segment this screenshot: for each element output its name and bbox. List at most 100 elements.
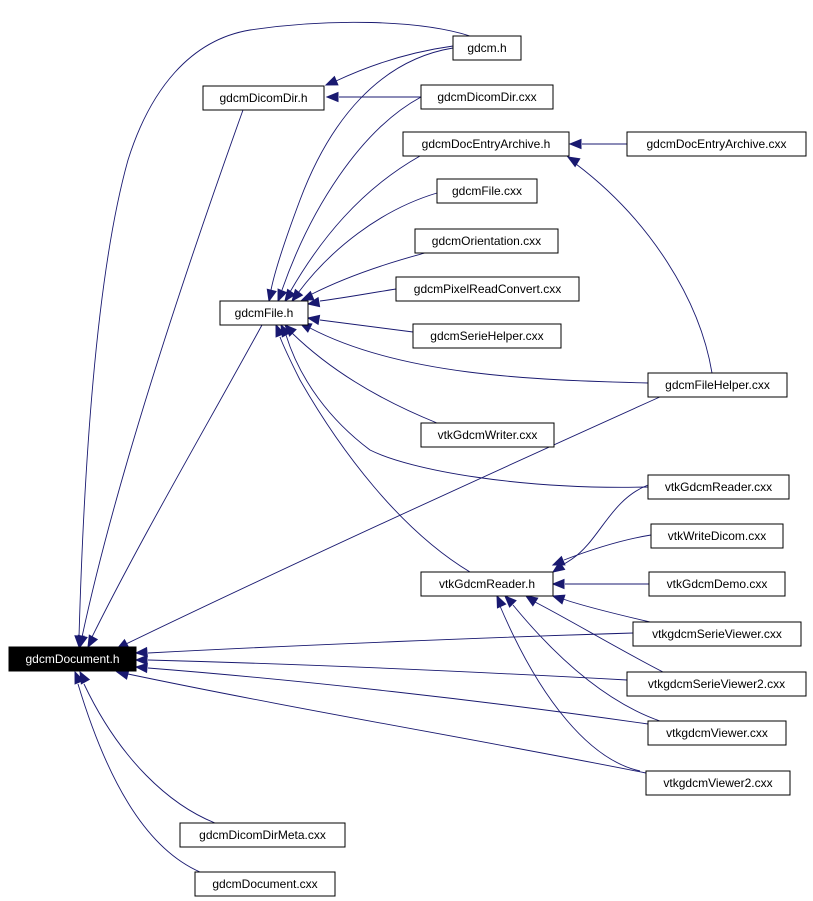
- node-vtkgdcmviewer-cxx[interactable]: vtkgdcmViewer.cxx: [647, 720, 787, 746]
- edge-vtkGdcmReader_cxx-to-gdcmFile_h: [280, 323, 649, 488]
- node-box: [650, 523, 784, 549]
- edge-line: [77, 683, 201, 873]
- node-label: gdcmDocEntryArchive.h: [422, 137, 551, 151]
- arrow-head-icon: [524, 595, 539, 607]
- arrow-head-icon: [324, 75, 339, 86]
- node-gdcm-h[interactable]: gdcm.h: [452, 35, 522, 61]
- edge-vtkgdcmSerieViewer2_cxx-to-vtkGdcmReader_h: [524, 595, 664, 673]
- node-label: gdcmDocument.h: [25, 652, 119, 666]
- node-label: gdcmFile.h: [235, 306, 294, 320]
- edge-line: [270, 47, 454, 291]
- node-box: [436, 178, 538, 204]
- edge-line: [127, 673, 647, 774]
- node-box: [452, 35, 522, 61]
- edge-gdcmDicomDir_h-to-gdcmDocument_h: [77, 109, 244, 649]
- edge-gdcmDocument_cxx-to-gdcmDocument_h: [74, 670, 201, 873]
- node-label: gdcmPixelReadConvert.cxx: [414, 282, 561, 296]
- edge-gdcm_h-to-gdcmDocument_h: [74, 21, 471, 649]
- node-vtkgdcmserieviewer2-cxx[interactable]: vtkgdcmSerieViewer2.cxx: [626, 671, 807, 697]
- node-gdcmdicomdir-h[interactable]: gdcmDicomDir.h: [202, 85, 325, 111]
- edge-line: [81, 109, 244, 638]
- node-label: vtkgdcmSerieViewer.cxx: [652, 627, 782, 641]
- edge-gdcmSerieHelper_cxx-to-gdcmFile_h: [306, 314, 414, 333]
- edge-vtkgdcmViewer_cxx-to-vtkGdcmReader_h: [504, 595, 661, 722]
- edge-line: [289, 155, 421, 293]
- node-gdcmdocentryarchive-h[interactable]: gdcmDocEntryArchive.h: [402, 131, 570, 157]
- node-gdcmdocentryarchive-cxx[interactable]: gdcmDocEntryArchive.cxx: [626, 131, 807, 157]
- edge-line: [319, 319, 414, 333]
- node-label: gdcmSerieHelper.cxx: [430, 329, 543, 343]
- nodes-layer: gdcmDocument.h gdcm.h gdcmDicomDir.h gdcmDi…: [8, 35, 807, 897]
- node-label: vtkGdcmDemo.cxx: [667, 577, 768, 591]
- node-box: [420, 571, 554, 597]
- node-label: gdcmOrientation.cxx: [432, 234, 541, 248]
- edge-vtkgdcmSerieViewer_cxx-to-vtkGdcmReader_h: [551, 594, 651, 623]
- node-box: [219, 300, 309, 326]
- edge-line: [512, 604, 661, 722]
- node-vtkgdcmwriter-cxx[interactable]: vtkGdcmWriter.cxx: [420, 422, 555, 448]
- arrow-head-icon: [504, 595, 517, 608]
- arrow-head-icon: [496, 594, 507, 609]
- node-gdcmpixelreadconvert-cxx[interactable]: gdcmPixelReadConvert.cxx: [395, 276, 580, 302]
- edge-line: [291, 332, 438, 424]
- node-label: gdcmDicomDirMeta.cxx: [199, 828, 326, 842]
- node-gdcmdicomdir-cxx[interactable]: gdcmDicomDir.cxx: [420, 84, 554, 110]
- arrow-head-icon: [77, 634, 88, 649]
- node-box: [626, 671, 807, 697]
- arrow-head-icon: [306, 296, 321, 308]
- node-gdcmfilehelper-cxx[interactable]: gdcmFileHelper.cxx: [647, 372, 788, 398]
- node-box: [8, 646, 137, 672]
- edge-line: [147, 659, 628, 681]
- edge-gdcmFile_cxx-to-gdcmFile_h: [291, 192, 438, 303]
- edge-gdcmDicomDir_cxx-to-gdcmFile_h: [277, 96, 422, 303]
- node-box: [647, 474, 790, 500]
- edge-line: [499, 605, 641, 772]
- node-gdcmfile-h[interactable]: gdcmFile.h: [219, 300, 309, 326]
- node-label: vtkGdcmWriter.cxx: [438, 428, 538, 442]
- node-vtkwritedicom-cxx[interactable]: vtkWriteDicom.cxx: [650, 523, 784, 549]
- node-label: vtkgdcmViewer2.cxx: [663, 776, 772, 790]
- arrow-head-icon: [74, 670, 85, 685]
- node-label: vtkgdcmViewer.cxx: [666, 726, 768, 740]
- edge-line: [91, 324, 263, 638]
- node-label: gdcmFileHelper.cxx: [665, 378, 770, 392]
- edge-gdcmFileHelper_cxx-to-gdcmDocEntryArchive_h: [566, 156, 713, 374]
- arrow-head-icon: [551, 578, 565, 590]
- node-gdcmdocument-h[interactable]: gdcmDocument.h: [8, 646, 137, 672]
- arrow-head-icon: [551, 594, 566, 605]
- node-label: vtkWriteDicom.cxx: [668, 529, 766, 543]
- node-box: [647, 720, 787, 746]
- edge-line: [285, 334, 649, 488]
- node-vtkgdcmreader-h[interactable]: vtkGdcmReader.h: [420, 571, 554, 597]
- edge-gdcmOrientation_cxx-to-gdcmFile_h: [300, 252, 426, 301]
- edge-line: [147, 632, 634, 654]
- node-label: vtkGdcmReader.h: [439, 577, 535, 591]
- edge-gdcmFile_h-to-gdcmDocument_h: [87, 324, 263, 649]
- edge-line: [575, 163, 713, 374]
- arrow-head-icon: [277, 288, 288, 303]
- edge-vtkgdcmViewer_cxx-to-gdcmDocument_h: [134, 662, 649, 725]
- node-vtkgdcmserieviewer-cxx[interactable]: vtkgdcmSerieViewer.cxx: [632, 621, 802, 647]
- node-gdcmorientation-cxx[interactable]: gdcmOrientation.cxx: [414, 228, 559, 254]
- edge-gdcmDocEntryArchive_h-to-gdcmFile_h: [284, 155, 421, 303]
- node-vtkgdcmdemo-cxx[interactable]: vtkGdcmDemo.cxx: [648, 571, 786, 597]
- edge-line: [311, 252, 426, 295]
- arrow-head-icon: [134, 654, 148, 666]
- node-box: [412, 323, 562, 349]
- edge-vtkgdcmViewer2_cxx-to-vtkGdcmReader_h: [496, 594, 641, 772]
- arrow-head-icon: [325, 91, 339, 103]
- node-gdcmdocument-cxx[interactable]: gdcmDocument.cxx: [194, 871, 336, 897]
- node-gdcmseriehelper-cxx[interactable]: gdcmSerieHelper.cxx: [412, 323, 562, 349]
- node-vtkgdcmreader-cxx[interactable]: vtkGdcmReader.cxx: [647, 474, 790, 500]
- edge-line: [147, 667, 649, 725]
- node-vtkgdcmviewer2-cxx[interactable]: vtkgdcmViewer2.cxx: [645, 770, 791, 796]
- edge-gdcm_h-to-gdcmDicomDir_h: [324, 45, 454, 86]
- node-gdcmdicomdirmeta-cxx[interactable]: gdcmDicomDirMeta.cxx: [179, 822, 346, 848]
- edge-gdcmPixelReadConvert_cxx-to-gdcmFile_h: [306, 288, 397, 308]
- edge-gdcmDocEntryArchive_cxx-to-gdcmDocEntryArchive_h: [568, 138, 627, 150]
- node-label: gdcmDicomDir.cxx: [437, 90, 536, 104]
- node-gdcmfile-cxx[interactable]: gdcmFile.cxx: [436, 178, 538, 204]
- arrow-head-icon: [568, 138, 582, 150]
- node-label: gdcmDocument.cxx: [212, 877, 317, 891]
- node-box: [395, 276, 580, 302]
